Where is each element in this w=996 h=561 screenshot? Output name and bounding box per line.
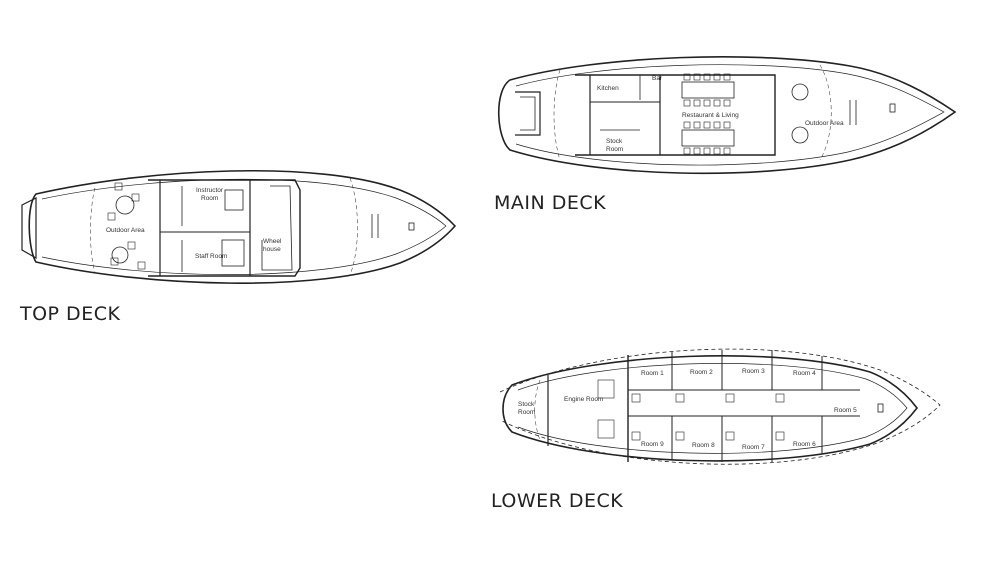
top-outdoor-label: Outdoor Area xyxy=(106,227,145,234)
lower-stock-label: Stock xyxy=(518,401,535,408)
lower-room1-label: Room 1 xyxy=(641,370,664,377)
lower-deck-title: LOWER DECK xyxy=(491,490,624,512)
main-outdoor-label: Outdoor Area xyxy=(805,120,844,127)
lower-room8-label: Room 8 xyxy=(692,442,715,449)
main-deck-plan: Kitchen Bar Restaurant & Living Stock Ro… xyxy=(497,56,957,175)
main-restaurant-label: Restaurant & Living xyxy=(682,112,739,119)
top-instructor-label: Instructor xyxy=(196,187,224,194)
lower-room7-label: Room 7 xyxy=(742,444,765,451)
main-kitchen-label: Kitchen xyxy=(597,85,619,92)
top-deck-title: TOP DECK xyxy=(20,303,121,325)
lower-room5-label: Room 5 xyxy=(834,407,857,414)
lower-deck-plan: Stock Room Engine Room Room 1 Room 2 Roo… xyxy=(499,348,941,465)
main-stock-sub-label: Room xyxy=(606,146,623,153)
lower-room6-label: Room 6 xyxy=(793,441,816,448)
lower-room3-label: Room 3 xyxy=(742,368,765,375)
lower-stock-sub-label: Room xyxy=(518,409,535,416)
main-bar-label: Bar xyxy=(652,75,663,82)
lower-room4-label: Room 4 xyxy=(793,370,816,377)
lower-room2-label: Room 2 xyxy=(690,369,713,376)
lower-room9-label: Room 9 xyxy=(641,441,664,448)
lower-engine-label: Engine Room xyxy=(564,396,603,403)
top-wheel-label: Wheel xyxy=(263,238,282,245)
top-wheel-sub-label: house xyxy=(263,246,281,253)
top-instructor-sub-label: Room xyxy=(201,195,218,202)
main-deck-title: MAIN DECK xyxy=(494,192,607,214)
main-stock-label: Stock xyxy=(606,138,623,145)
top-staff-label: Staff Room xyxy=(195,253,227,260)
top-deck-plan: Instructor Room Outdoor Area Staff Room … xyxy=(21,169,457,284)
